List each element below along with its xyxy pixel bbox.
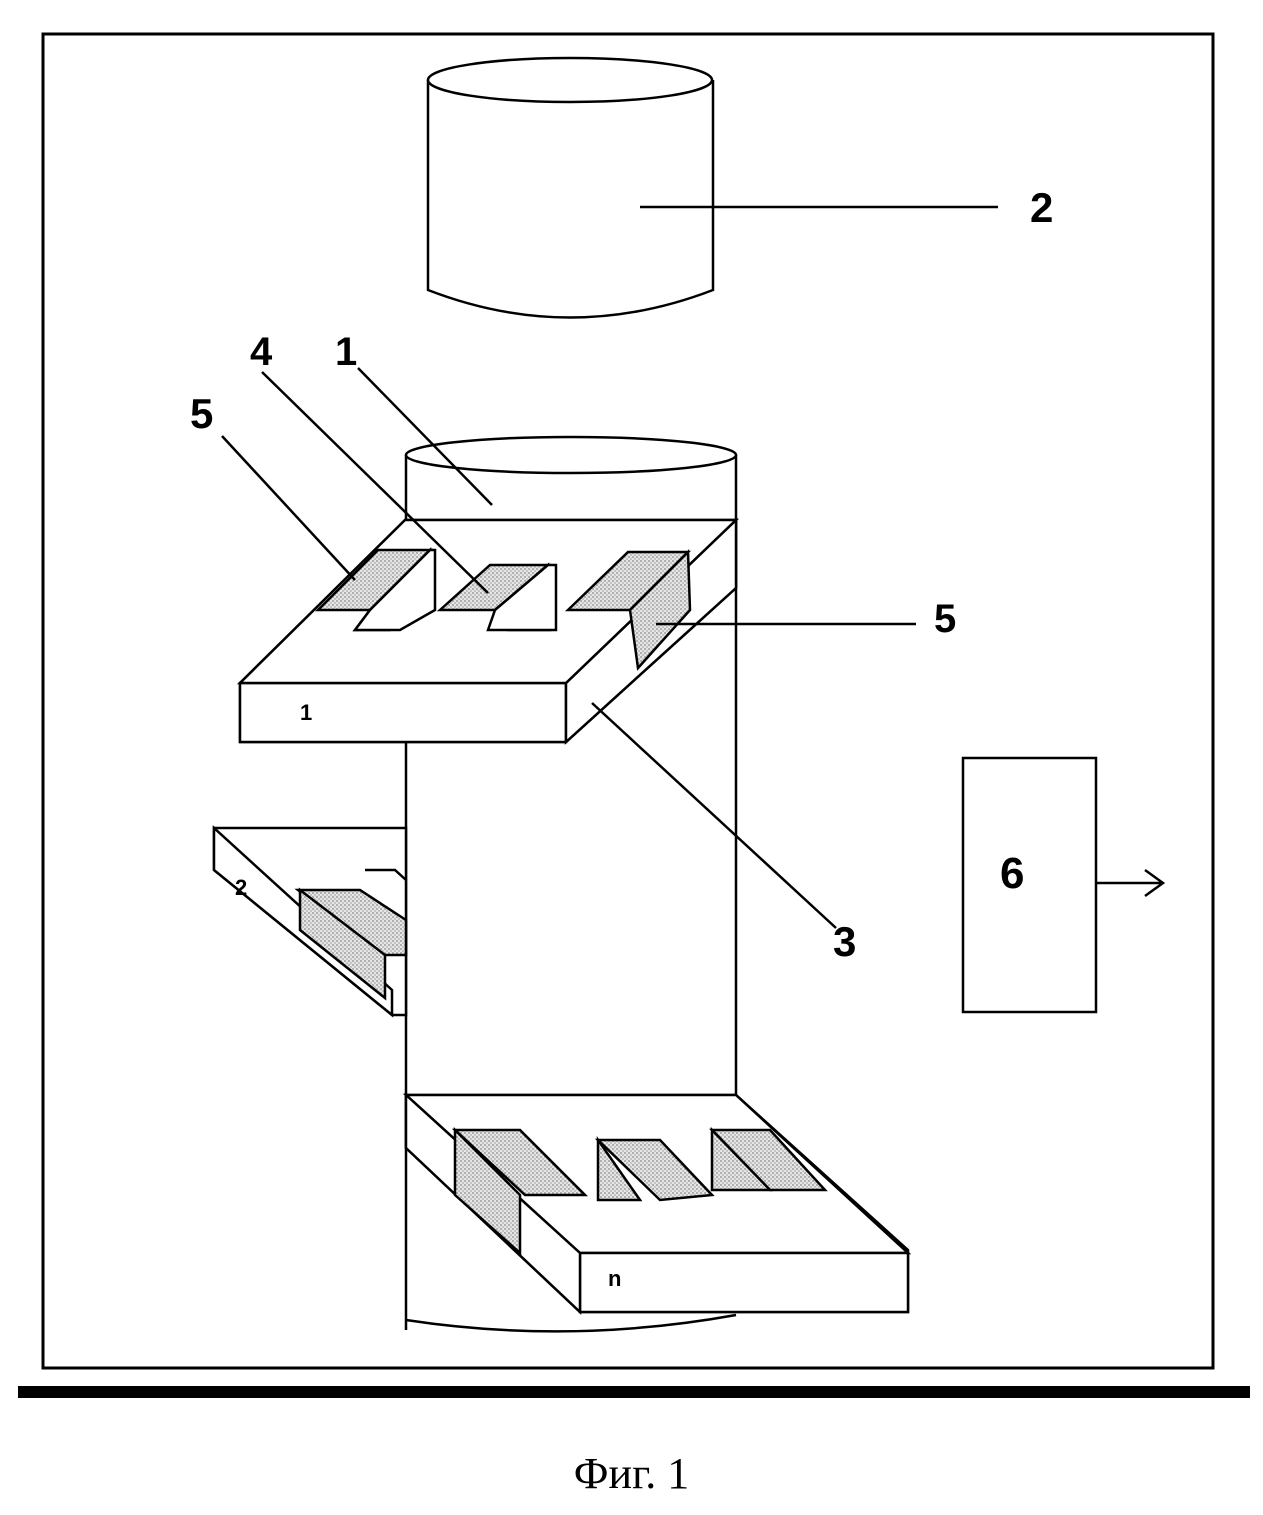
label-5-right: 5 — [934, 597, 956, 641]
plate-1 — [240, 520, 736, 742]
label-1: 1 — [335, 330, 357, 374]
baseline-bar — [18, 1386, 1250, 1398]
figure-caption: Фиг. 1 — [0, 1448, 1263, 1499]
label-4: 4 — [250, 330, 273, 374]
plate-2 — [214, 828, 406, 1015]
label-2: 2 — [1030, 184, 1053, 231]
top-cylinder — [428, 58, 713, 318]
leader-line-5-left — [222, 436, 355, 580]
output-arrow — [1096, 870, 1163, 896]
plate-2-number: 2 — [235, 875, 247, 900]
plate-n — [406, 1095, 908, 1312]
label-3: 3 — [833, 918, 856, 965]
block-6 — [963, 758, 1096, 1012]
leader-line-3 — [592, 703, 836, 928]
label-5-left: 5 — [190, 390, 213, 437]
plate-n-number: n — [608, 1266, 621, 1291]
plate-1-number: 1 — [300, 700, 312, 725]
label-6: 6 — [1000, 849, 1024, 898]
